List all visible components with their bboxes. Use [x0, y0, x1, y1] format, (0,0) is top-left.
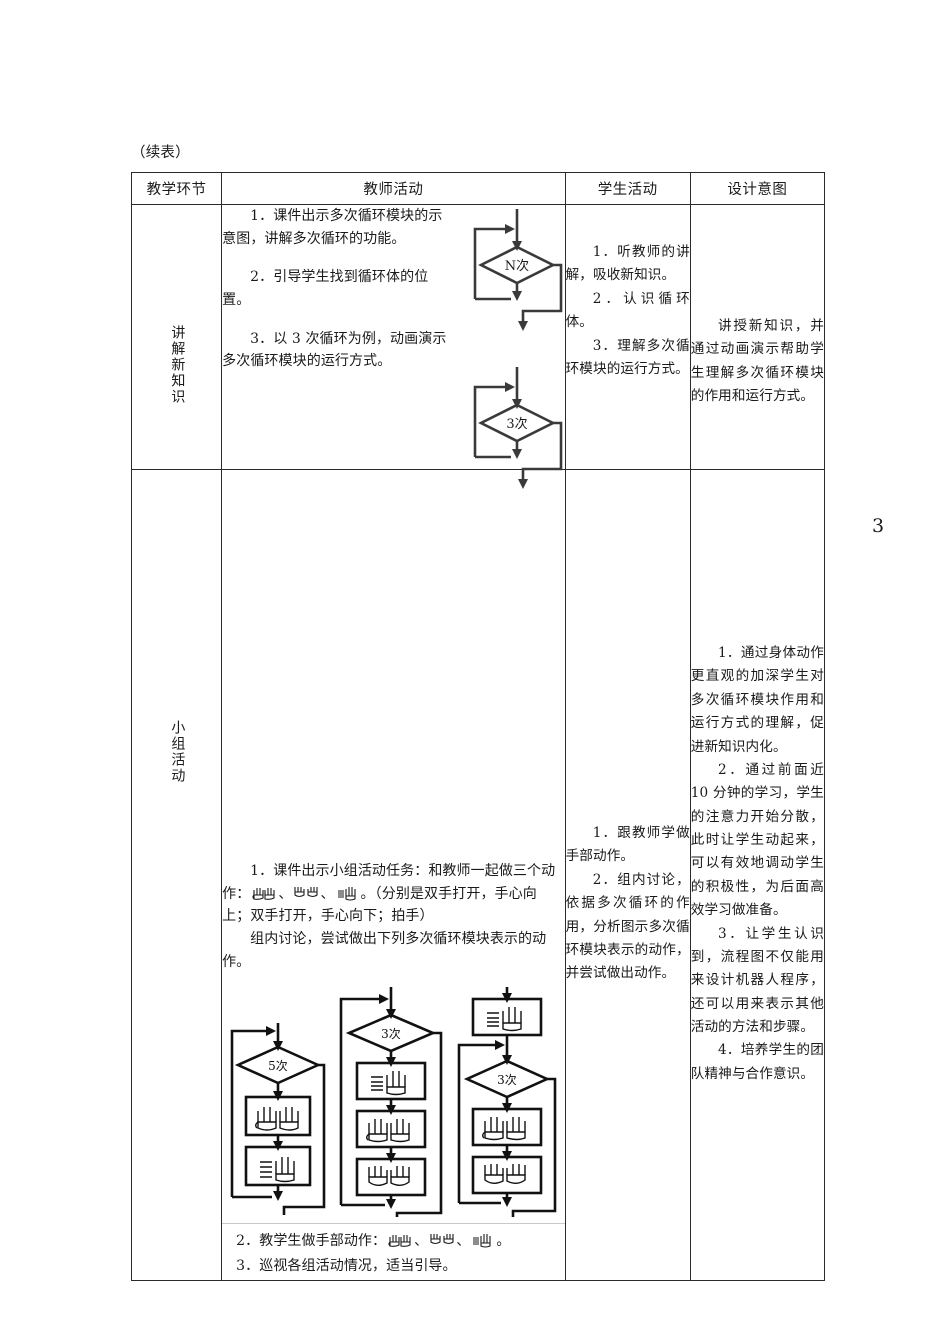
header-teacher: 教师活动	[221, 172, 566, 205]
student-item: 2．认识循环体。	[565, 290, 690, 331]
teacher-paragraph: 2．引导学生找到循环体的位置。	[222, 269, 429, 309]
teacher-intro-text-a: 1．课件出示小组活动任务：和教师一起做三个动作：	[222, 863, 556, 902]
loop-diagram-n: N次	[467, 207, 567, 335]
intent-text-block-1: 讲授新知识，并通过动画演示帮助学生理解多次循环模块的作用和运行方式。	[691, 315, 824, 409]
table-header-row: 教学环节 教师活动 学生活动 设计意图	[130, 172, 826, 205]
table-row: 讲解新知识 1．课件出示多次循环模块的示意图，讲解多次循环的功能。 2．引导学生…	[130, 204, 826, 489]
stage-cell-2: 小组活动	[130, 469, 223, 1281]
hand-icon-palms-down	[368, 1166, 411, 1187]
hand-icon-clap	[336, 886, 360, 901]
student-item: 1．跟教师学做手部动作。	[565, 825, 690, 865]
hand-icon-palms-up	[481, 1117, 526, 1141]
teacher-text-block-2: 1．课件出示小组活动任务：和教师一起做三个动作：	[222, 860, 564, 973]
hand-icon-clap	[260, 1157, 295, 1183]
intent-item: 4．培养学生的团队精神与合作意识。	[690, 1042, 824, 1082]
flowchart-1: 5次	[226, 985, 330, 1217]
teacher-tail-prefix: 2．教学生做手部动作：	[236, 1233, 387, 1250]
hand-icon-palms-down	[483, 1164, 526, 1185]
table-row: 小组活动 1．课件出示小组活动任务：和教师一起做三个动作：	[130, 469, 826, 1281]
flowchart-2: 3次	[335, 985, 447, 1218]
intent-item: 2．通过前面近 10 分钟的学习，学生的注意力开始分散，此时让学生动起来，可以有…	[690, 761, 824, 919]
student-item: 3．理解多次循环模块的运行方式。	[565, 337, 690, 377]
teacher-text-block-1: 1．课件出示多次循环模块的示意图，讲解多次循环的功能。 2．引导学生找到循环体的…	[222, 205, 454, 373]
teacher-paragraph: 3．以 3 次循环为例，动画演示多次循环模块的运行方式。	[222, 330, 447, 370]
hand-icon-palms-down	[429, 1233, 455, 1248]
flowchart-condition-label: 5次	[268, 1059, 288, 1073]
continuation-label: （续表）	[131, 145, 190, 161]
teacher-tail-suffix: 。	[496, 1233, 511, 1250]
intent-paragraph: 讲授新知识，并通过动画演示帮助学生理解多次循环模块的作用和运行方式。	[690, 318, 824, 405]
hand-icon-palms-up	[387, 1233, 413, 1248]
teacher-text-block-3: 2．教学生做手部动作：	[222, 1230, 564, 1277]
hand-icon-clap	[486, 1007, 522, 1032]
student-text-block-1: 1．听教师的讲解，吸收新知识。 2．认识循环体。 3．理解多次循环模块的运行方式…	[566, 241, 690, 381]
header-intent: 设计意图	[689, 172, 826, 205]
design-intent-cell-2: 1．通过身体动作更直观的加深学生对多次循环模块作用和运行方式的理解，促进新知识内…	[689, 469, 826, 1281]
stage-label: 小组活动	[169, 720, 186, 784]
lesson-plan-table: 教学环节 教师活动 学生活动 设计意图 讲解新知识 1．课件出示多次循环模块的示…	[130, 172, 826, 1281]
flowchart-3: 3次	[453, 985, 561, 1218]
student-item: 1．听教师的讲解，吸收新知识。	[565, 244, 690, 284]
teacher-activity-cell-2: 1．课件出示小组活动任务：和教师一起做三个动作：	[221, 469, 566, 1281]
punct: 、	[414, 1233, 429, 1250]
punct: 、	[278, 885, 293, 902]
flowchart-condition-label: 3次	[497, 1073, 517, 1087]
teacher-activity-cell-1: 1．课件出示多次循环模块的示意图，讲解多次循环的功能。 2．引导学生找到循环体的…	[221, 204, 567, 489]
hand-icon-palms-up	[366, 1119, 411, 1143]
loop-condition-label: N次	[504, 258, 528, 274]
loop-condition-label: 3次	[506, 416, 527, 432]
student-activity-cell-1: 1．听教师的讲解，吸收新知识。 2．认识循环体。 3．理解多次循环模块的运行方式…	[564, 204, 691, 470]
teacher-intro-text-b: 。（分别是双手打开，手心向上；双手打开，手心向下；拍手）	[222, 885, 537, 925]
intent-item: 1．通过身体动作更直观的加深学生对多次循环模块作用和运行方式的理解，促进新知识内…	[690, 645, 824, 755]
teacher-intro-paragraph-c: 组内讨论，尝试做出下列多次循环模块表示的动作。	[222, 931, 547, 970]
flowchart-condition-label: 3次	[382, 1027, 402, 1041]
hand-icon-palms-down	[293, 886, 319, 901]
hand-icon-palms-up	[255, 1107, 299, 1132]
intent-text-block-2: 1．通过身体动作更直观的加深学生对多次循环模块作用和运行方式的理解，促进新知识内…	[691, 642, 824, 1086]
intent-item: 3．让学生认识到，流程图不仅能用来设计机器人程序，还可以用来表示其他活动的方法和…	[690, 925, 824, 1036]
loop-diagram-3: 3次	[467, 365, 567, 493]
teacher-tail-paragraph-a: 2．教学生做手部动作：	[222, 1230, 564, 1253]
hand-icon-clap	[371, 1071, 407, 1096]
stage-cell-1: 讲解新知识	[130, 204, 223, 470]
flowchart-group: 5次	[222, 985, 565, 1225]
header-stage: 教学环节	[130, 172, 223, 205]
teacher-paragraph: 1．课件出示多次循环模块的示意图，讲解多次循环的功能。	[222, 208, 443, 247]
student-activity-cell-2: 1．跟教师学做手部动作。 2．组内讨论，依据多次循环的作用，分析图示多次循环模块…	[564, 469, 691, 1281]
punct: 、	[320, 885, 335, 902]
stage-label: 讲解新知识	[169, 325, 186, 405]
hand-icon-clap	[471, 1233, 495, 1248]
header-student: 学生活动	[564, 172, 691, 205]
student-text-block-2: 1．跟教师学做手部动作。 2．组内讨论，依据多次循环的作用，分析图示多次循环模块…	[566, 822, 690, 986]
teacher-tail-paragraph-b: 3．巡视各组活动情况，适当引导。	[236, 1258, 457, 1275]
punct: 、	[456, 1233, 471, 1250]
hand-icon-palms-up	[251, 886, 277, 901]
design-intent-cell-1: 讲授新知识，并通过动画演示帮助学生理解多次循环模块的作用和运行方式。	[689, 204, 826, 470]
teacher-intro-paragraph: 1．课件出示小组活动任务：和教师一起做三个动作：	[222, 860, 564, 928]
student-item: 2．组内讨论，依据多次循环的作用，分析图示多次循环模块表示的动作，并尝试做出动作…	[565, 871, 690, 982]
page-number: 3	[872, 515, 885, 537]
